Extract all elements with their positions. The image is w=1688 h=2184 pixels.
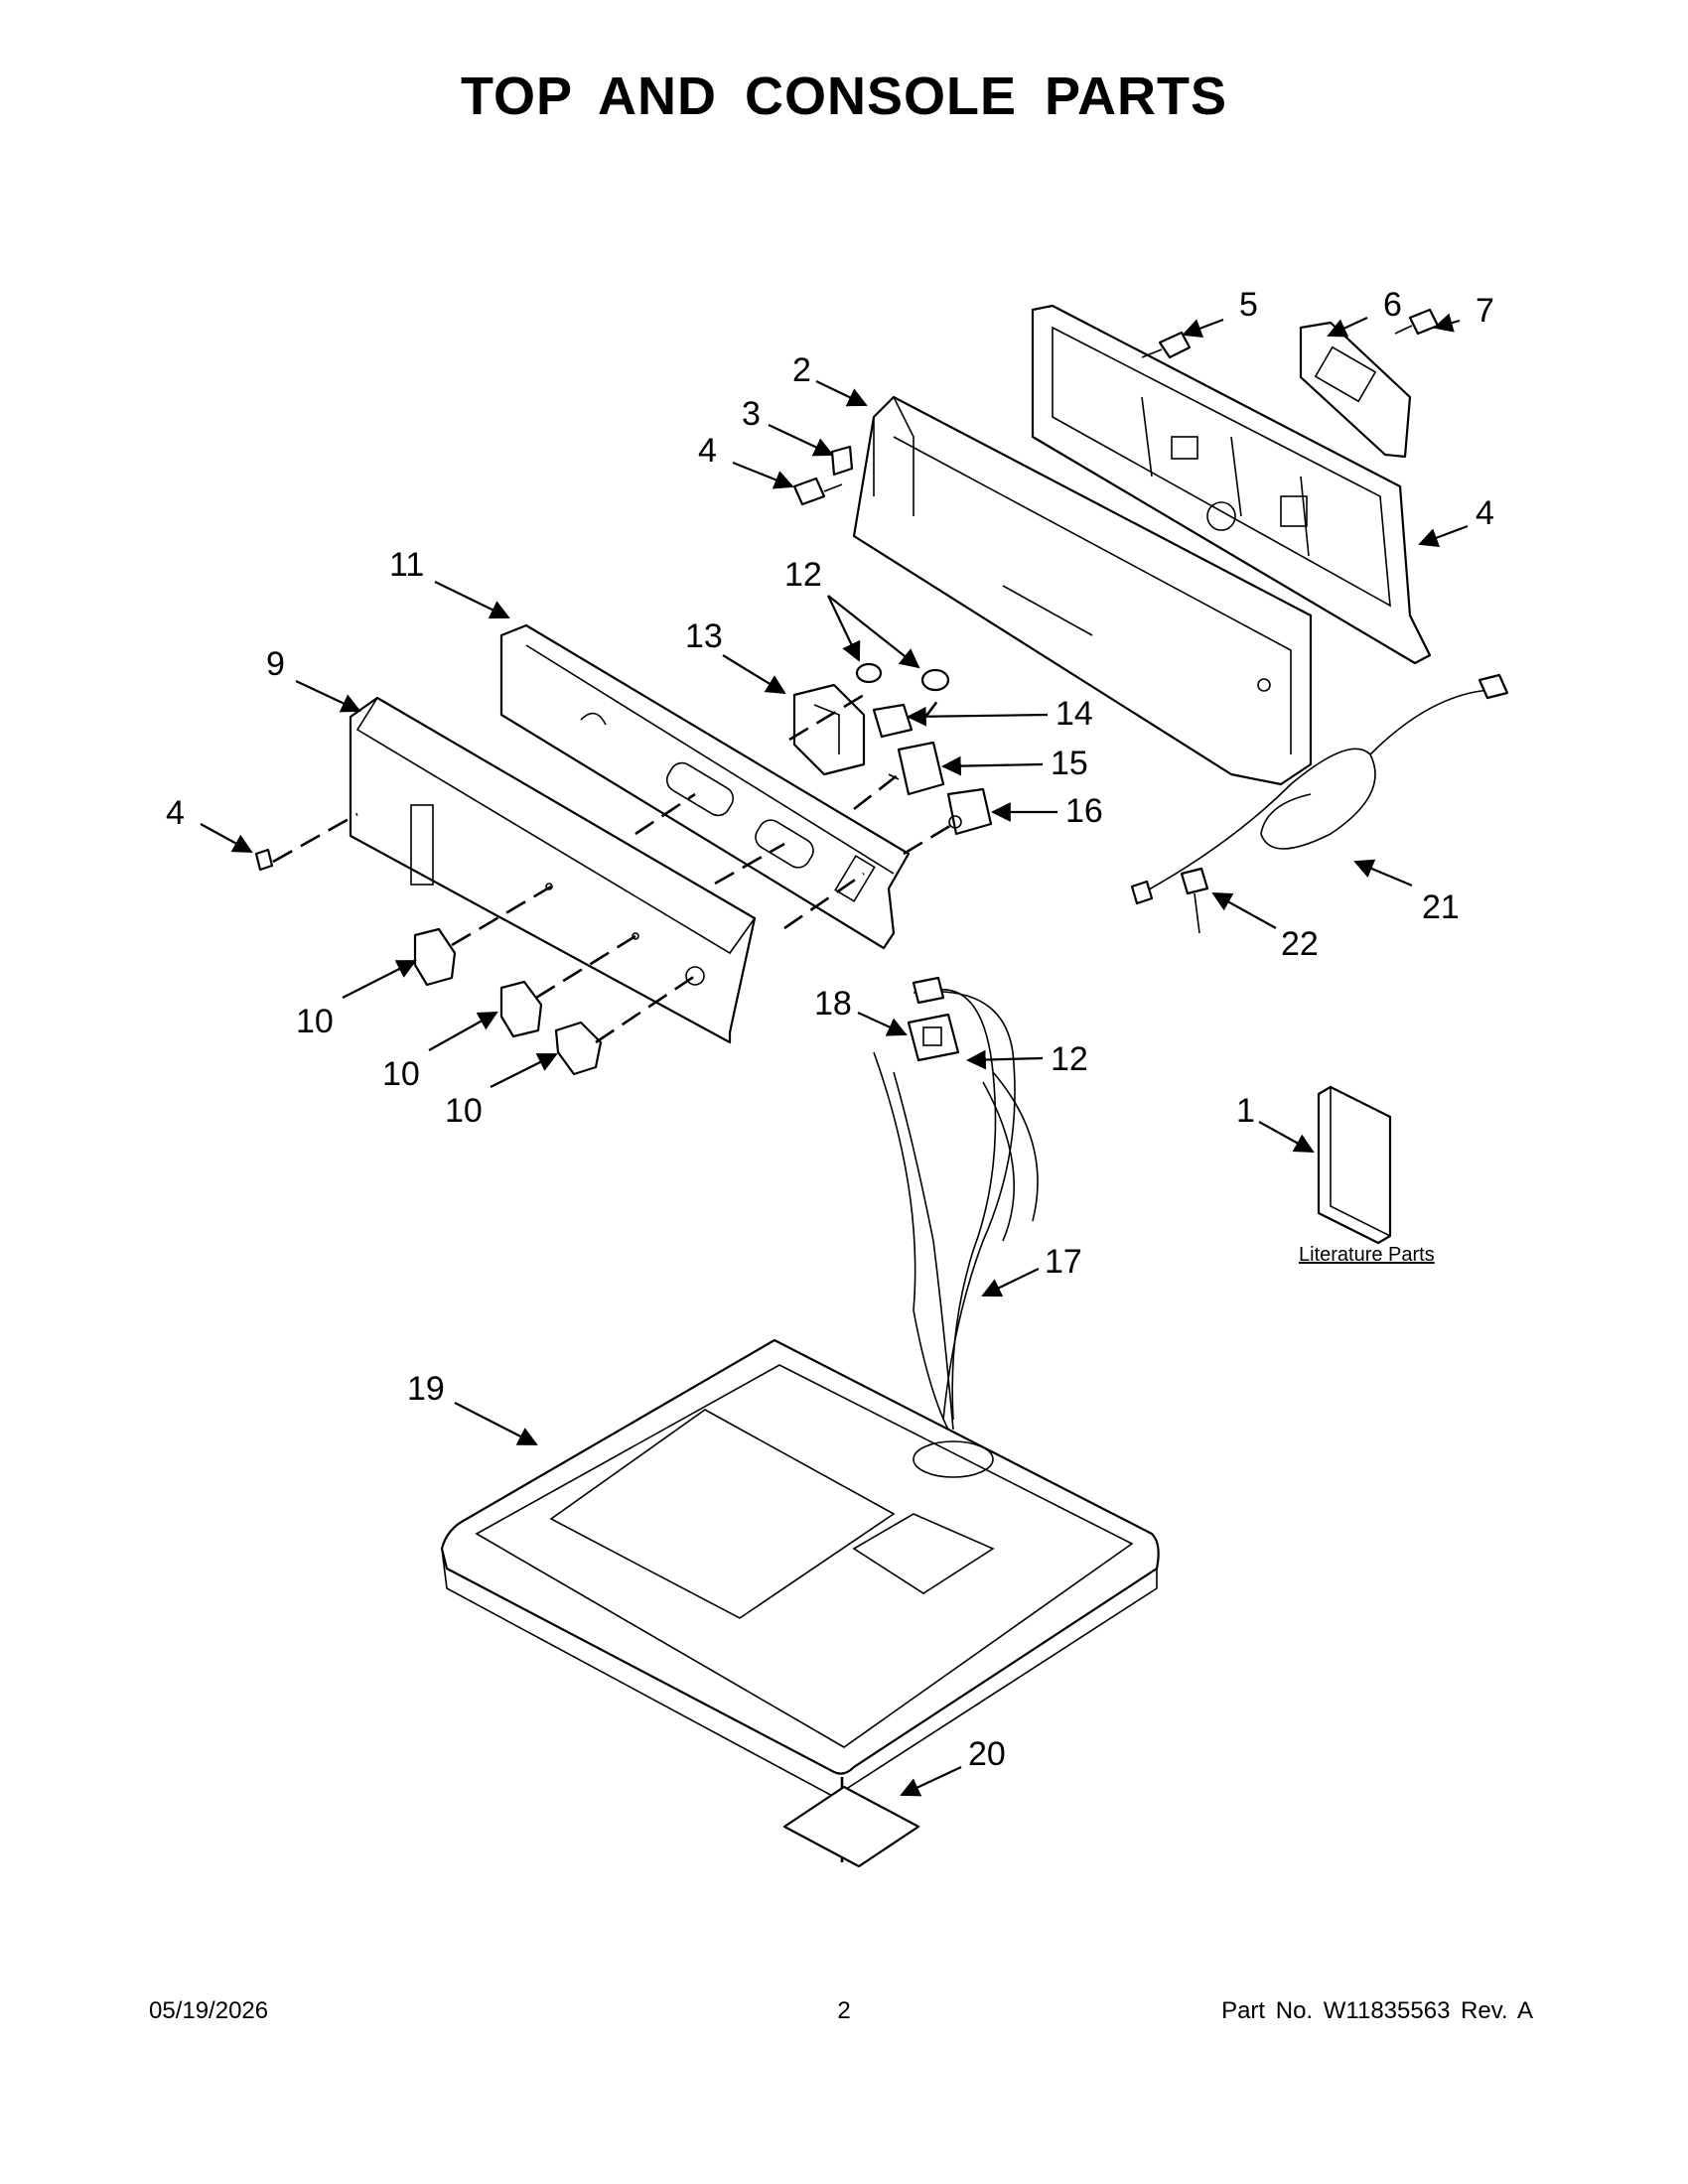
screw-4-top [792, 477, 843, 506]
screw-6 [1141, 331, 1192, 359]
switch-16 [946, 787, 993, 836]
callout-1: 1 [1236, 1092, 1255, 1130]
power-cord-21 [1130, 673, 1509, 905]
console-frame [852, 395, 1313, 786]
knob-10a [413, 927, 457, 987]
callout-10-a: 10 [296, 1003, 334, 1040]
callout-3: 3 [742, 395, 761, 433]
callout-17: 17 [1045, 1243, 1082, 1281]
knob-post-12b [920, 668, 950, 692]
callout-6: 5 [1239, 286, 1258, 324]
callout-19: 19 [407, 1370, 445, 1408]
rear-console-bracket [1031, 304, 1432, 665]
callout-4-top: 4 [698, 432, 717, 470]
wire-harness-17 [873, 976, 1039, 1431]
callout-18: 18 [814, 985, 852, 1023]
footer-date: 05/19/2026 [149, 1997, 269, 2024]
console-front-panel [349, 696, 757, 1044]
callout-13: 13 [685, 617, 723, 655]
callout-16: 16 [1065, 792, 1103, 830]
knob-post-12a [855, 662, 883, 684]
callout-numbers: 5 6 7 2 3 4 4 11 12 13 14 15 16 9 4 10 1… [166, 286, 1494, 1773]
switch-15 [888, 741, 945, 796]
footer-page-number: 2 [837, 1997, 851, 2024]
control-board-18 [907, 1013, 960, 1062]
callout-20: 20 [968, 1735, 1006, 1773]
callout-2: 2 [792, 351, 811, 389]
screw-22 [1180, 867, 1209, 934]
literature-book-1 [1317, 1085, 1392, 1245]
callout-21: 21 [1422, 888, 1460, 926]
callout-11: 11 [389, 546, 424, 584]
leader-lines [200, 313, 1469, 1797]
footer-part-number: Part No. W11835563 Rev. A [1221, 1997, 1533, 2024]
callout-15: 15 [1051, 745, 1088, 782]
top-panel-19 [440, 1338, 1160, 1798]
callout-5: 4 [1476, 494, 1494, 532]
callout-8: 7 [1476, 292, 1494, 330]
knob-10b [499, 980, 543, 1038]
screw-4-left [254, 848, 274, 872]
callout-10-b: 10 [382, 1055, 420, 1093]
literature-parts-label: Literature Parts [1299, 1244, 1435, 1266]
timer-13 [792, 683, 866, 776]
knob-10c [554, 1021, 603, 1076]
callout-7: 6 [1383, 286, 1402, 324]
control-mounting-panel [499, 623, 911, 950]
page-title: TOP AND CONSOLE PARTS [460, 67, 1228, 126]
label-20 [782, 1785, 920, 1868]
callout-14: 14 [1055, 695, 1093, 733]
callout-12-bottom: 12 [1051, 1040, 1088, 1078]
callout-4-left: 4 [166, 794, 185, 832]
callout-12-top: 12 [784, 556, 822, 594]
clip-3 [830, 445, 854, 477]
callout-10-c: 10 [445, 1092, 483, 1130]
callout-22: 22 [1281, 925, 1319, 963]
small-bracket [1299, 321, 1412, 459]
callout-9: 9 [266, 645, 285, 683]
switch-14 [872, 703, 914, 739]
